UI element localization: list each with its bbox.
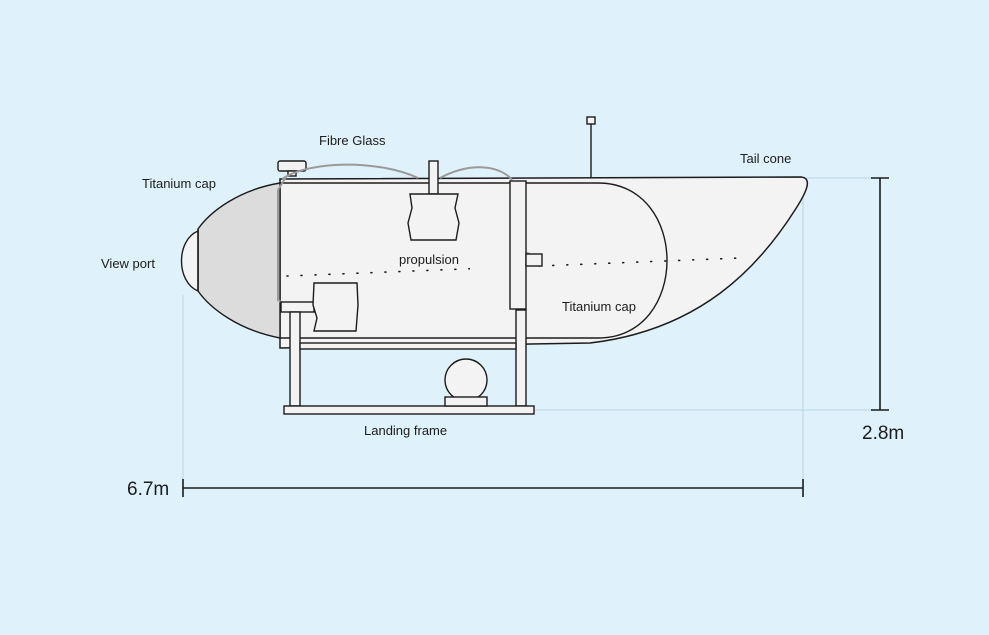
view-port-label: View port [101,256,155,271]
fibre-glass-label: Fibre Glass [319,133,386,148]
rear-titanium-cap [280,182,668,339]
rear-bracket [509,180,543,310]
vertical-thruster [407,160,460,241]
guide-lines [182,177,886,480]
front-titanium-cap [197,182,281,339]
height-dimension-label: 2.8m [862,423,905,444]
antenna [586,116,596,179]
propulsion-label: propulsion [399,252,459,267]
height-dimension-line [871,177,889,411]
rear-titanium-cap-label: Titanium cap [562,299,636,314]
tail-cone-label: Tail cone [740,151,792,166]
view-port [180,229,199,293]
hull-tail-cone [279,176,809,349]
length-dimension-line [182,479,804,497]
ballast-sphere [444,358,488,407]
front-titanium-cap-label: Titanium cap [142,176,216,191]
landing-frame-label: Landing frame [364,423,448,438]
center-axis [286,257,741,277]
length-dimension-label: 6.7m [127,479,170,500]
landing-frame [283,309,535,415]
